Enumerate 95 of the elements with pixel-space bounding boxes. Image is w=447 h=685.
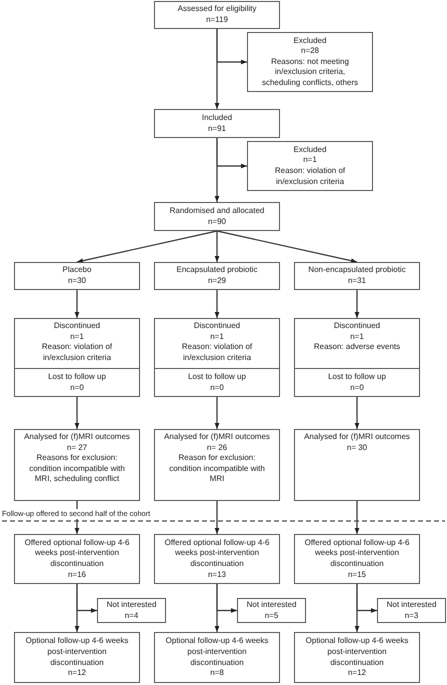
box-text: Analysed for (f)MRI outcomes — [304, 432, 410, 443]
box-text: Reason: violation of in/exclusion criteria — [40, 342, 114, 364]
box-text: n=0 — [350, 382, 364, 394]
flow-box — [14, 632, 140, 683]
arrow — [214, 138, 220, 202]
flow-box — [154, 429, 280, 501]
box-text: n= 26 — [206, 442, 228, 454]
box-text: n=0 — [70, 382, 84, 394]
box-text: n=8 — [210, 668, 224, 679]
flow-box — [14, 318, 140, 369]
flow-box — [154, 534, 280, 584]
arrow — [214, 290, 220, 318]
flow-box — [294, 632, 420, 683]
box-text: n=30 — [68, 276, 86, 287]
flow-box — [14, 262, 140, 290]
box-text: n=3 — [404, 610, 418, 622]
box-text: Lost to follow up — [328, 372, 386, 382]
arrow — [354, 584, 360, 632]
flow-box — [294, 534, 420, 584]
box-text: Reason: violation of in/exclusion criteria — [274, 166, 346, 188]
flow-box — [14, 429, 140, 501]
box-text: n=0 — [210, 382, 224, 394]
arrow — [354, 290, 360, 318]
box-text: n=119 — [206, 15, 228, 26]
box-text: Not interested — [386, 600, 436, 610]
arrow — [76, 230, 218, 264]
box-text: Included — [202, 112, 232, 124]
box-text: Reasons: not meeting in/exclusion criteria, scheduling conflicts, others — [260, 56, 360, 88]
box-text: Reason: violation of in/exclusion criteria — [180, 342, 254, 364]
box-text: Placebo — [62, 265, 92, 276]
box-text: n=1 — [303, 155, 317, 166]
arrow — [74, 584, 80, 632]
box-text: n=1 — [210, 332, 224, 342]
flow-box — [97, 598, 166, 623]
arrow — [214, 584, 220, 632]
box-text: Analysed for (f)MRI outcomes — [164, 432, 270, 443]
flow-box — [154, 202, 280, 231]
flow-box — [294, 262, 420, 290]
box-text: n=90 — [208, 216, 226, 228]
flow-box — [294, 429, 420, 501]
box-text: n=1 — [350, 332, 364, 342]
flow-box — [247, 32, 373, 92]
flow-box — [154, 318, 280, 369]
flow-box — [154, 109, 280, 138]
arrow — [74, 290, 80, 318]
box-text: Randomised and allocated — [170, 206, 264, 216]
box-text: n=29 — [208, 276, 226, 287]
flow-box — [154, 368, 280, 397]
arrow — [216, 230, 358, 264]
box-text: Analysed for (f)MRI outcomes — [24, 432, 130, 443]
box-text: Assessed for eligibility — [178, 4, 256, 15]
flow-box — [294, 318, 420, 369]
box-text: Discontinued — [54, 321, 100, 332]
flow-box — [154, 262, 280, 290]
box-text: n=13 — [208, 570, 226, 580]
box-text: Not interested — [106, 600, 156, 610]
box-text: n=15 — [348, 570, 366, 580]
box-text: Non-encapsulated probiotic — [308, 265, 406, 276]
flow-box — [247, 141, 373, 191]
box-text: Discontinued — [194, 321, 240, 332]
box-text: Discontinued — [334, 321, 380, 332]
arrow — [214, 231, 220, 262]
box-text: n=5 — [264, 610, 278, 622]
flow-box — [237, 598, 306, 623]
box-text: n=1 — [70, 332, 84, 342]
box-text: Not interested — [246, 600, 296, 610]
box-text: Excluded — [294, 144, 326, 156]
box-text: Lost to follow up — [188, 372, 246, 382]
arrow — [214, 397, 220, 429]
box-text: n=28 — [300, 46, 320, 57]
box-text: n=91 — [208, 124, 226, 134]
box-text: n= 27 — [66, 442, 88, 454]
box-text: n=12 — [348, 668, 366, 679]
flow-box — [377, 598, 446, 623]
box-text: n= 30 — [346, 442, 368, 454]
flow-box — [14, 368, 140, 397]
flow-box — [154, 1, 280, 29]
box-text: Reasons for exclusion: condition incompatible with MRI, scheduling conflict — [28, 453, 126, 485]
flow-box — [14, 534, 140, 584]
arrow — [354, 501, 360, 534]
box-text: n=12 — [68, 668, 86, 679]
arrow — [214, 501, 220, 534]
box-text: Encapsulated probiotic — [176, 265, 258, 276]
arrow — [354, 397, 360, 429]
arrow — [214, 29, 220, 109]
box-text: n=31 — [348, 276, 366, 287]
flow-box — [294, 368, 420, 397]
box-text: Lost to follow up — [48, 372, 106, 382]
flow-box — [154, 632, 280, 683]
box-text: Reason: adverse events — [314, 342, 400, 353]
box-text: n=16 — [68, 570, 86, 580]
box-text: n=4 — [124, 610, 138, 622]
arrow — [74, 397, 80, 429]
box-text: Excluded — [294, 36, 326, 46]
box-text: Reason for exclusion: condition incompatible with MRI — [168, 453, 266, 485]
